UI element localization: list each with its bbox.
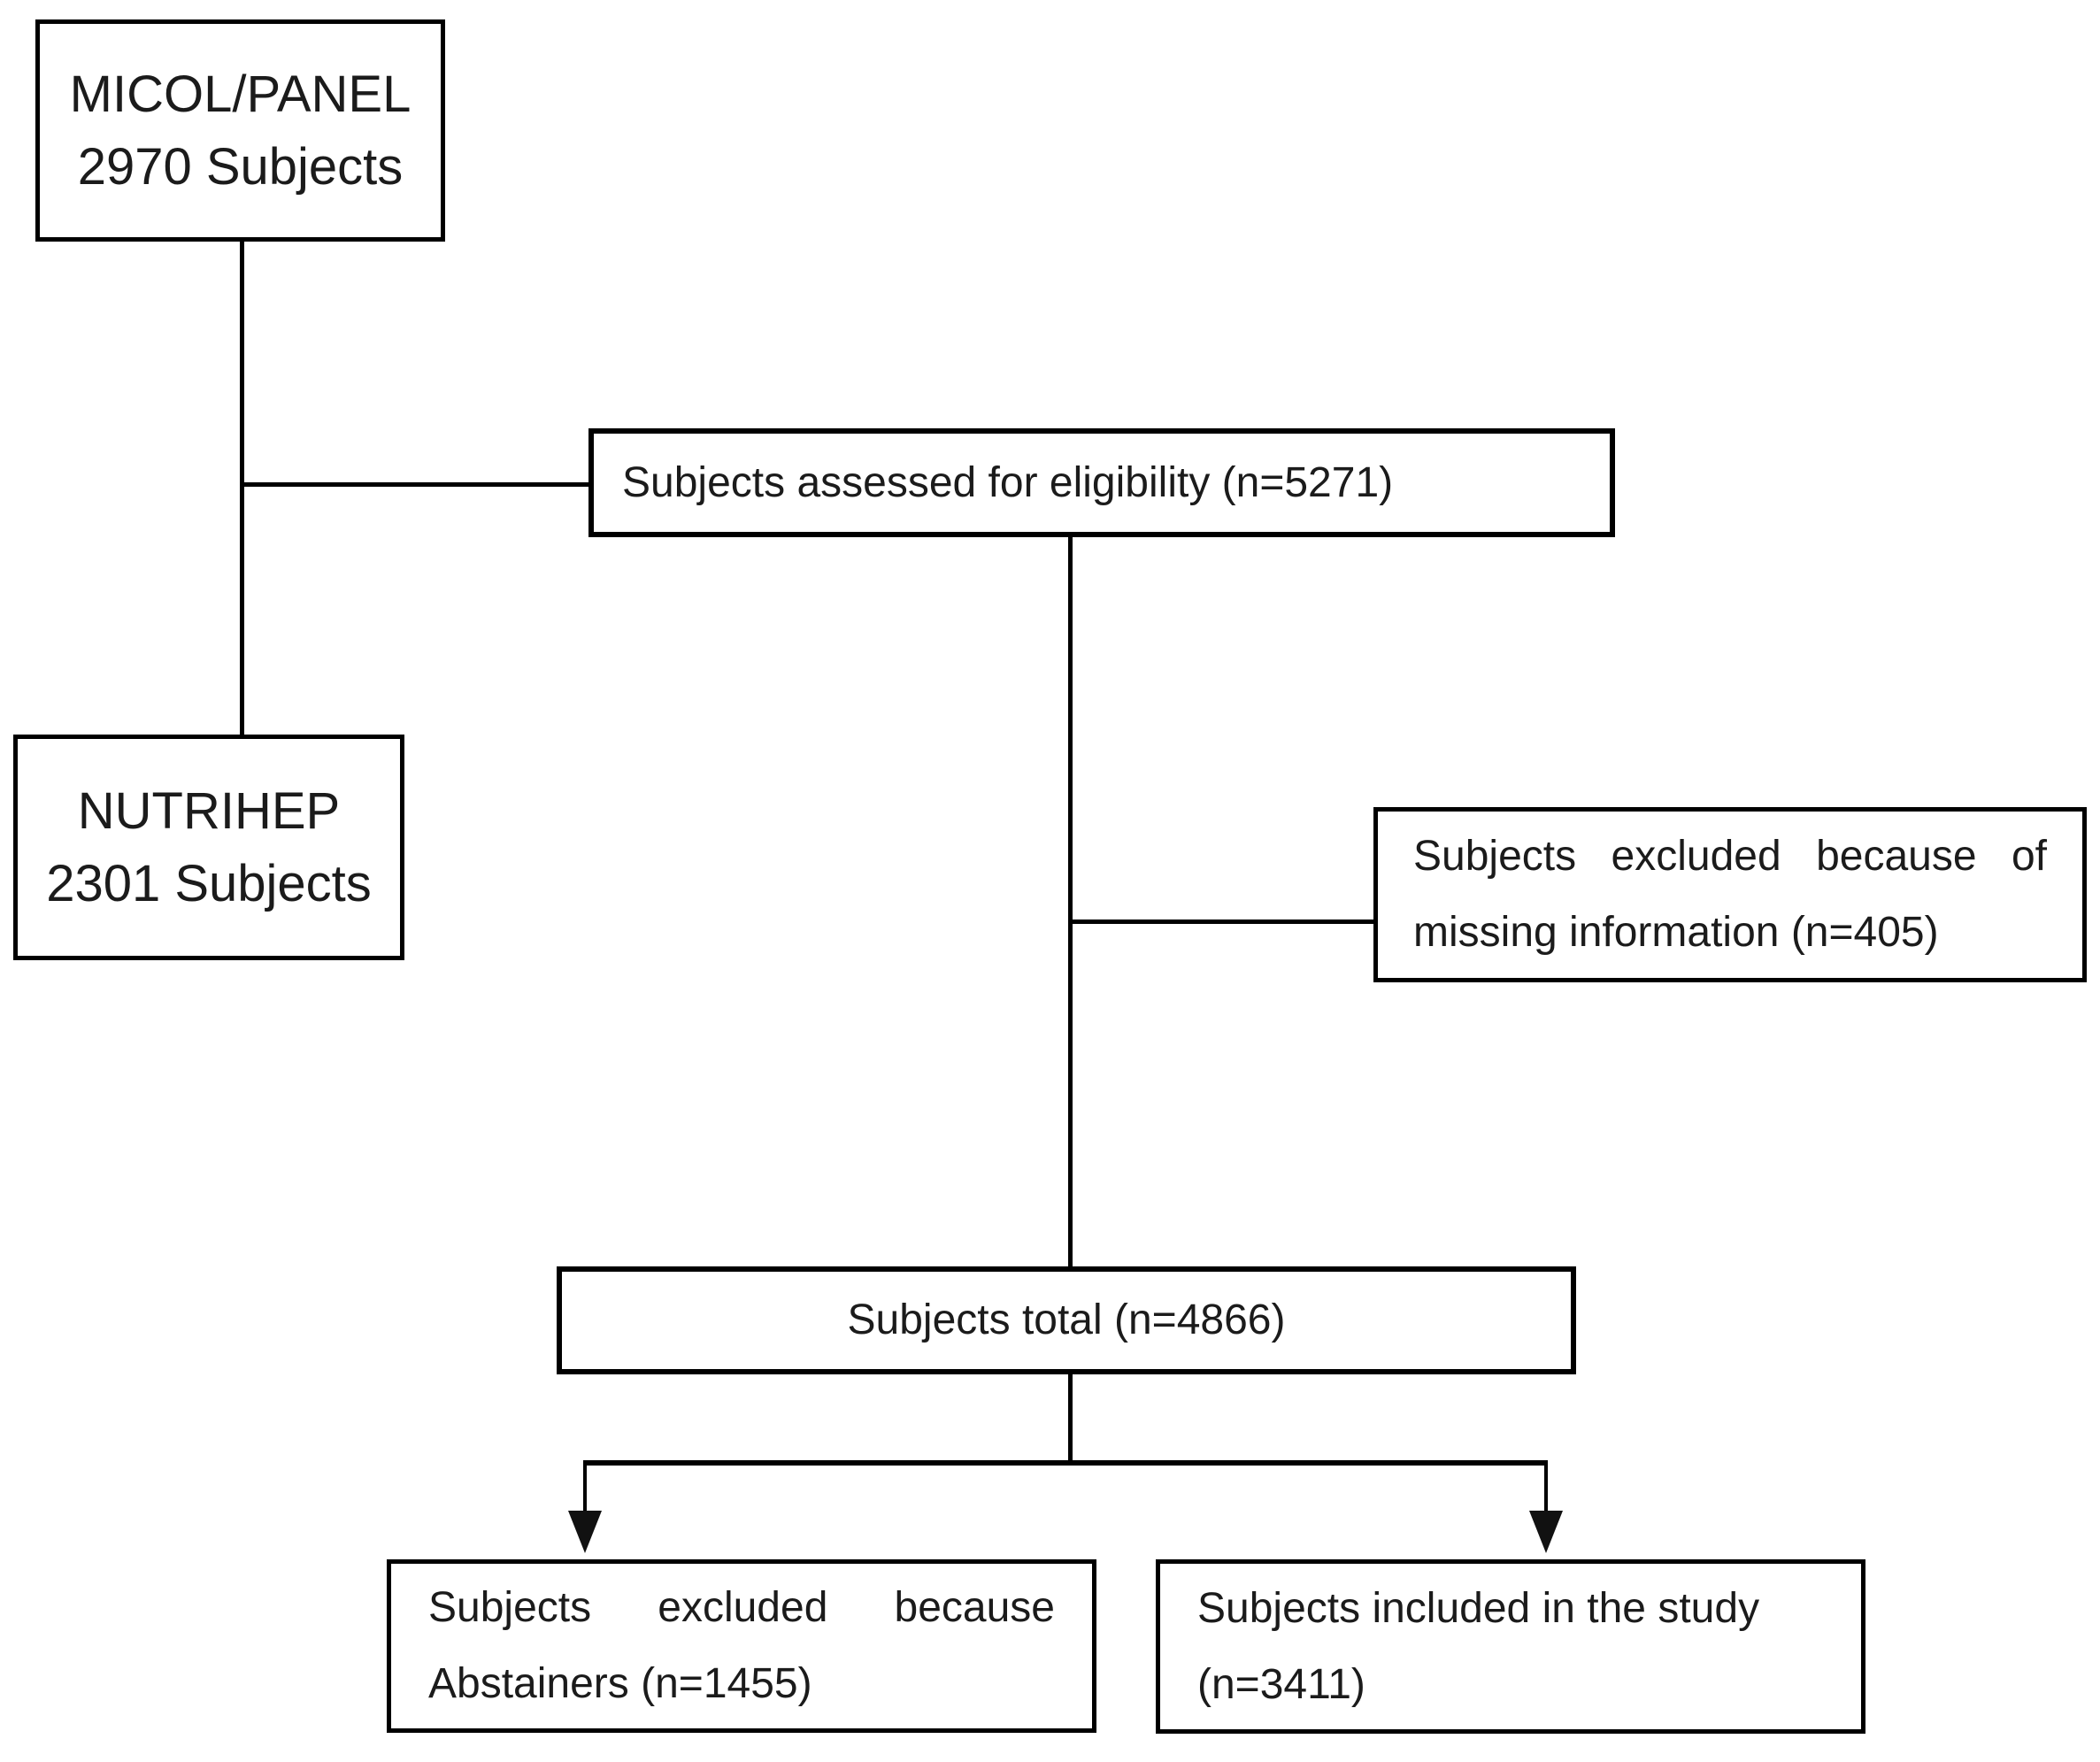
box-subjects-total: Subjects total (n=4866) — [557, 1266, 1576, 1374]
box-nutrihep-line1: NUTRIHEP — [77, 781, 341, 840]
box-excluded-abstainers-line1: Subjects excluded because — [428, 1584, 1055, 1631]
box-subjects-total-text: Subjects total (n=4866) — [847, 1296, 1286, 1343]
box-subjects-assessed: Subjects assessed for eligibility (n=527… — [588, 428, 1615, 537]
box-excluded-abstainers: Subjects excluded because Abstainers (n=… — [387, 1559, 1096, 1733]
connector-branch-horizontal — [583, 1460, 1548, 1466]
box-excluded-missing-line2: missing information (n=405) — [1413, 909, 1939, 956]
box-nutrihep: NUTRIHEP 2301 Subjects — [13, 735, 404, 960]
connector-to-excluded-missing — [1070, 919, 1373, 924]
box-subjects-included-line1: Subjects included in the study — [1197, 1584, 1760, 1632]
down-arrowhead-right-icon — [1529, 1511, 1563, 1553]
box-micol-panel: MICOL/PANEL 2970 Subjects — [35, 19, 445, 242]
box-subjects-included: Subjects included in the study (n=3411) — [1156, 1559, 1865, 1734]
box-excluded-missing-info: Subjects excluded because of missing inf… — [1373, 807, 2087, 982]
box-subjects-included-line2: (n=3411) — [1197, 1660, 1365, 1708]
connector-micol-to-nutrihep — [240, 242, 244, 735]
connector-assessed-to-total — [1068, 537, 1073, 1266]
box-micol-panel-line2: 2970 Subjects — [77, 137, 404, 196]
connector-left-arrow-stem — [583, 1460, 587, 1513]
box-subjects-assessed-text: Subjects assessed for eligibility (n=527… — [622, 458, 1394, 506]
connector-total-to-branch — [1068, 1374, 1073, 1462]
box-nutrihep-line2: 2301 Subjects — [46, 854, 372, 912]
box-excluded-abstainers-line2: Abstainers (n=1455) — [428, 1660, 812, 1707]
connector-right-arrow-stem — [1544, 1460, 1548, 1513]
down-arrowhead-left-icon — [568, 1511, 602, 1553]
box-excluded-missing-line1: Subjects excluded because of — [1413, 833, 2047, 880]
connector-micol-to-assessed — [240, 482, 588, 487]
box-micol-panel-line1: MICOL/PANEL — [69, 65, 412, 123]
